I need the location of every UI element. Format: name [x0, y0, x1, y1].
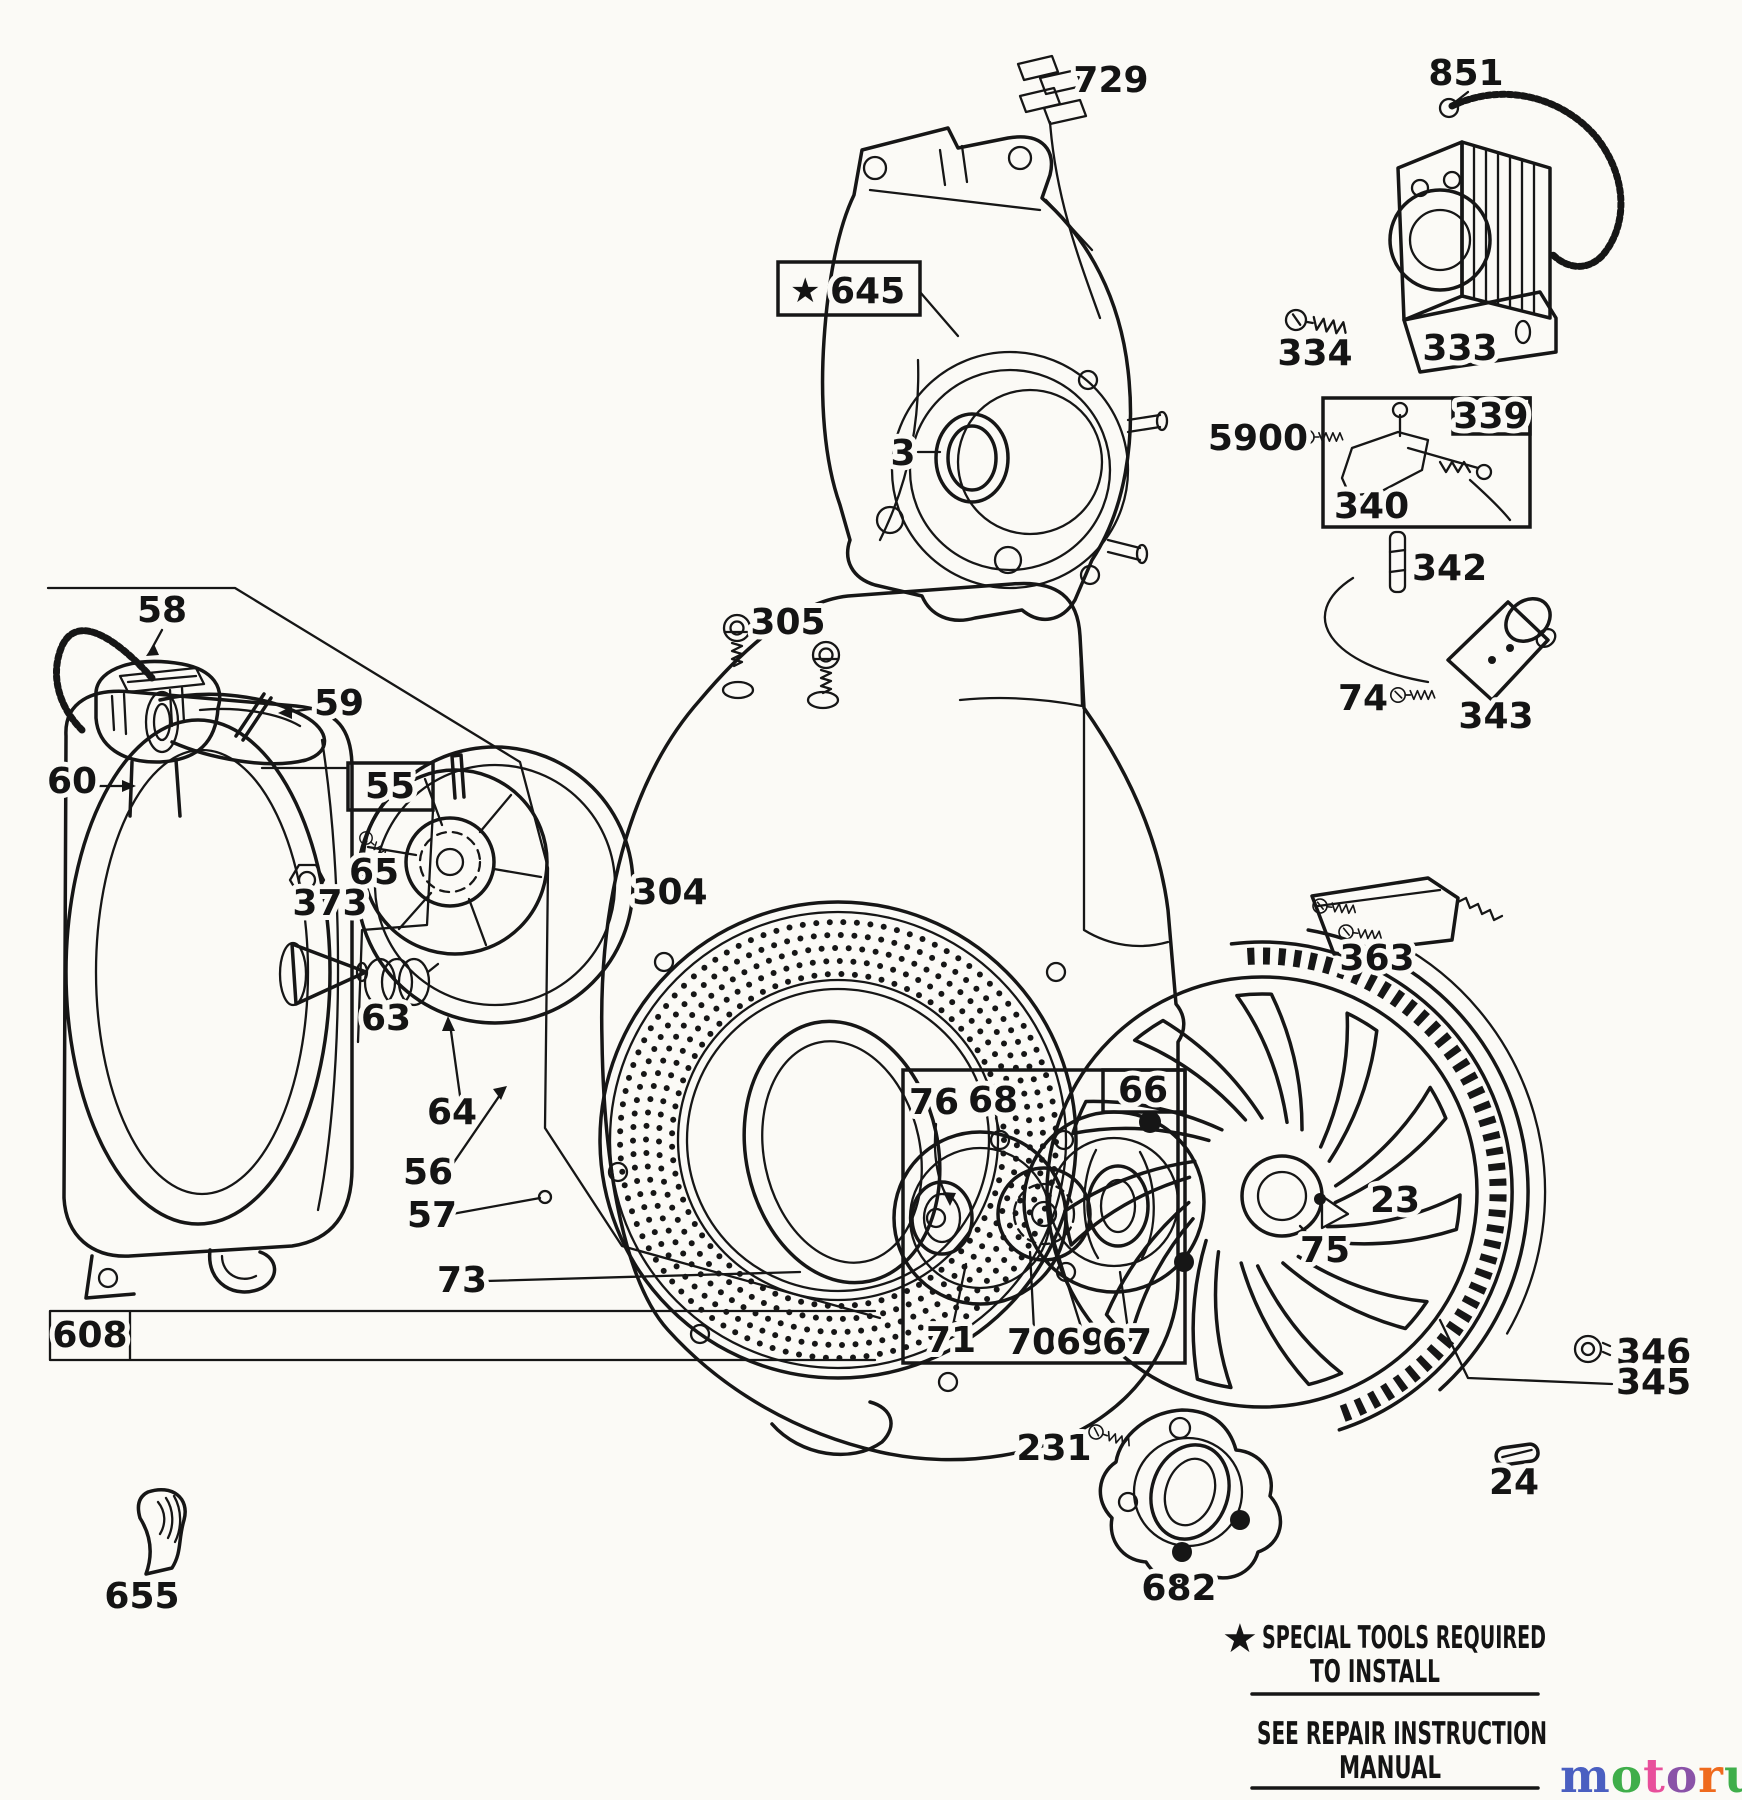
part-label-59: 59: [314, 683, 364, 724]
flywheel-ring-gear: [1229, 928, 1547, 1432]
part-label-305: 305: [750, 602, 825, 643]
motoruf-logo[interactable]: motoruf.de: [1560, 1749, 1742, 1800]
part-label-333: 333: [1422, 328, 1497, 369]
footnote-block: ★ SPECIAL TOOLS REQUIRED TO INSTALL SEE …: [1222, 1616, 1547, 1790]
inset-box-55: [260, 761, 435, 1044]
flywheel-drawing: [1045, 928, 1547, 1432]
flywheel-fins: [1063, 992, 1462, 1390]
rope-guide-elbow-drawing: [144, 690, 327, 766]
part-label-76: 76: [909, 1082, 959, 1123]
inset-box-66: [892, 1068, 1206, 1365]
part-labels: 729 851 645 ★ 3 334 333 5900 339 340 342…: [42, 48, 1696, 1622]
special-tool-star-icon: ★: [790, 271, 820, 311]
part-label-608: 608: [52, 1315, 127, 1356]
housing-bolt-305b: [811, 640, 841, 695]
starter-pulley-drawing: [355, 745, 635, 1025]
starter-rope-drawing: [52, 627, 164, 734]
part-label-334: 334: [1277, 333, 1352, 374]
breather-clips-drawing: [1016, 54, 1102, 320]
footnote-tools-line2: TO INSTALL: [1310, 1654, 1440, 1690]
part-label-5900: 5900: [1208, 418, 1308, 459]
part-label-67: 67: [1102, 1322, 1152, 1363]
logo-letter: o: [1666, 1749, 1698, 1800]
part-label-23: 23: [1370, 1180, 1420, 1221]
pawl-655-drawing: [136, 1488, 187, 1576]
part-label-231: 231: [1016, 1428, 1091, 1469]
footnote-repair-line1: SEE REPAIR INSTRUCTION: [1257, 1716, 1547, 1752]
part-label-74: 74: [1338, 678, 1388, 719]
part-label-373: 373: [292, 883, 367, 924]
cam-pin-drawing: [1388, 530, 1407, 594]
part-label-60: 60: [47, 761, 97, 802]
logo-letter: m: [1560, 1749, 1611, 1800]
part-label-55: 55: [365, 766, 415, 807]
part-label-345: 345: [1616, 1362, 1691, 1403]
part-label-682: 682: [1141, 1568, 1216, 1609]
gear-cover-drawing: [820, 126, 1169, 622]
part-label-69: 69: [1056, 1322, 1106, 1363]
part-label-71: 71: [926, 1320, 976, 1361]
part-label-304: 304: [632, 872, 707, 913]
logo-letter: u: [1724, 1749, 1742, 1800]
part-label-339: 339: [1453, 396, 1528, 437]
inset-box-339: [1321, 396, 1532, 529]
footnote-tools-line1: SPECIAL TOOLS REQUIRED: [1262, 1620, 1546, 1656]
part-label-24: 24: [1489, 1462, 1539, 1503]
breaker-box-drawing: [1310, 876, 1504, 956]
part-label-63: 63: [361, 998, 411, 1039]
part-label-66: 66: [1118, 1070, 1168, 1111]
key-24-drawing: [1494, 1442, 1540, 1467]
part-label-3: 3: [890, 433, 915, 474]
part-label-75: 75: [1300, 1230, 1350, 1271]
part-label-73: 73: [437, 1260, 487, 1301]
leader-lines: [442, 450, 1322, 1283]
logo-letter: o: [1611, 1749, 1643, 1800]
starter-handle-drawing: [90, 659, 222, 818]
flange-screw-231: [1086, 1422, 1133, 1451]
part-label-56: 56: [403, 1152, 453, 1193]
part-label-58: 58: [137, 590, 187, 631]
logo-letter: t: [1643, 1749, 1666, 1800]
part-label-645: 645: [830, 271, 905, 312]
footnote-repair-line2: MANUAL: [1339, 1750, 1441, 1786]
part-label-64: 64: [427, 1092, 477, 1133]
starter-spring-drawing: [363, 957, 440, 1007]
condenser-drawing: [1323, 576, 1557, 702]
bearing-flange-drawing: [1098, 1408, 1283, 1584]
flange-nut-drawing: [288, 863, 326, 897]
inset-box-645: [776, 260, 960, 338]
part-label-655: 655: [104, 1576, 179, 1617]
group-outline-608: [46, 586, 882, 1362]
part-label-346: 346: [1616, 1332, 1691, 1373]
blower-housing-cup-drawing: [62, 689, 369, 1300]
part-label-729: 729: [1073, 60, 1148, 101]
part-label-343: 343: [1458, 696, 1533, 737]
part-label-340: 340: [1334, 486, 1409, 527]
logo-letter: r: [1698, 1749, 1724, 1800]
part-label-851: 851: [1428, 53, 1503, 94]
ignition-coil-drawing: [1388, 90, 1625, 374]
svg-text:motoruf.de: motoruf.de: [1560, 1749, 1742, 1800]
condenser-screw-74: [1389, 686, 1436, 704]
flywheel-grommet-drawing: [1438, 1318, 1614, 1386]
part-label-68: 68: [968, 1080, 1018, 1121]
part-label-70: 70: [1007, 1322, 1057, 1363]
part-label-342: 342: [1412, 548, 1487, 589]
footnote-star-icon: ★: [1222, 1616, 1258, 1662]
part-label-57: 57: [407, 1195, 457, 1236]
screen-perforation-dots: [617, 919, 1059, 1361]
part-label-363: 363: [1339, 938, 1414, 979]
part-label-65: 65: [349, 852, 399, 893]
